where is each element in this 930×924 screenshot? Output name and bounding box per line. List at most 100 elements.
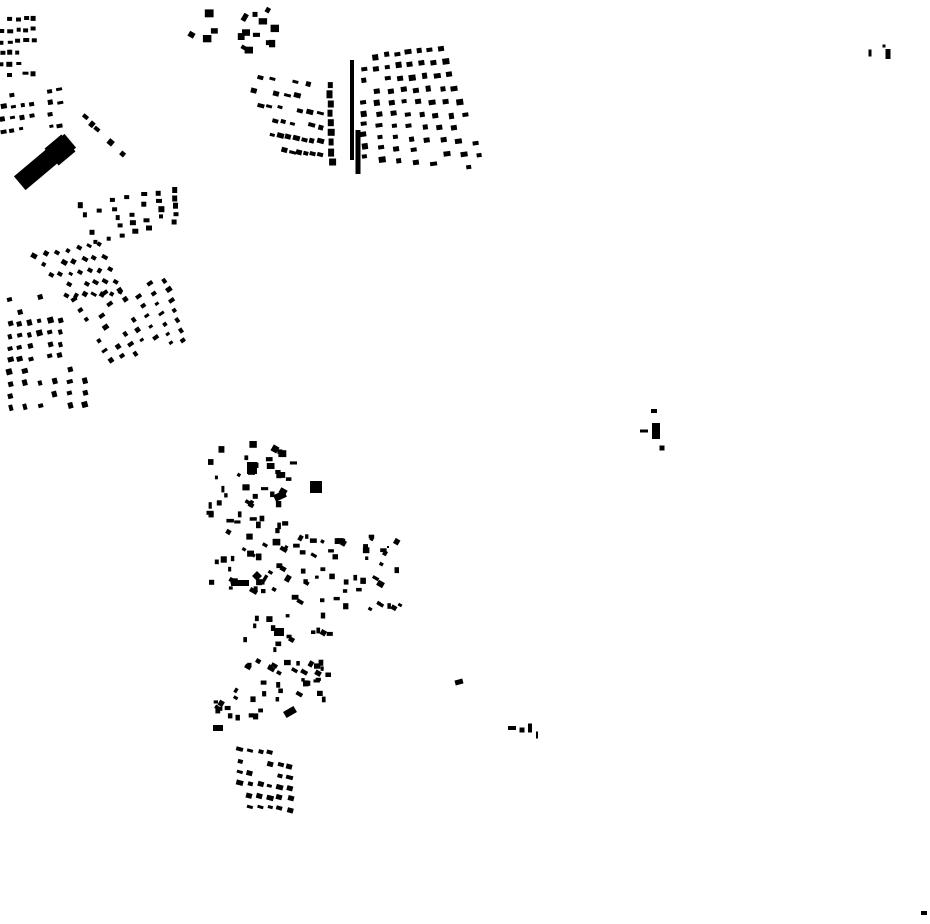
building bbox=[129, 220, 136, 226]
building bbox=[309, 150, 317, 157]
building bbox=[179, 337, 187, 344]
building bbox=[132, 228, 139, 234]
building bbox=[360, 77, 367, 84]
building bbox=[462, 112, 469, 118]
building bbox=[101, 323, 110, 331]
building bbox=[350, 60, 354, 160]
building bbox=[361, 66, 368, 72]
building bbox=[245, 792, 253, 799]
building bbox=[435, 124, 443, 131]
building bbox=[343, 603, 349, 610]
building bbox=[24, 16, 30, 20]
building bbox=[244, 499, 252, 506]
building bbox=[321, 696, 326, 703]
building bbox=[440, 86, 446, 92]
building bbox=[51, 390, 58, 398]
building bbox=[296, 598, 305, 606]
building bbox=[359, 131, 367, 138]
building bbox=[224, 705, 231, 711]
building bbox=[51, 377, 58, 385]
building bbox=[257, 804, 264, 810]
building bbox=[310, 552, 318, 559]
building bbox=[277, 761, 285, 768]
building bbox=[292, 134, 301, 142]
building bbox=[227, 713, 233, 719]
building bbox=[271, 118, 279, 124]
building bbox=[108, 291, 115, 297]
building bbox=[16, 17, 21, 22]
building bbox=[318, 659, 324, 666]
building bbox=[81, 290, 89, 298]
building bbox=[7, 16, 13, 21]
building bbox=[16, 62, 22, 65]
building bbox=[119, 233, 125, 238]
building bbox=[37, 293, 44, 301]
building bbox=[7, 49, 13, 55]
building bbox=[250, 87, 258, 94]
building bbox=[275, 501, 282, 508]
building bbox=[6, 61, 13, 67]
building bbox=[328, 148, 335, 157]
building bbox=[293, 91, 302, 99]
building bbox=[127, 340, 135, 348]
building bbox=[81, 377, 89, 385]
building bbox=[154, 301, 160, 307]
building bbox=[252, 11, 258, 17]
building bbox=[270, 625, 276, 631]
building bbox=[353, 574, 358, 581]
building bbox=[283, 92, 292, 98]
building bbox=[124, 195, 130, 200]
building bbox=[228, 566, 232, 572]
building bbox=[448, 112, 455, 120]
building bbox=[408, 136, 415, 143]
building bbox=[309, 538, 317, 543]
building bbox=[7, 40, 13, 44]
building bbox=[445, 71, 453, 78]
building bbox=[288, 150, 297, 155]
building bbox=[275, 783, 284, 791]
building bbox=[397, 602, 403, 608]
building bbox=[394, 567, 399, 574]
building bbox=[280, 118, 287, 125]
building bbox=[172, 187, 178, 193]
building bbox=[275, 470, 281, 474]
building bbox=[107, 266, 114, 273]
building bbox=[455, 98, 464, 106]
building bbox=[66, 390, 73, 396]
building bbox=[476, 152, 482, 158]
building bbox=[106, 138, 115, 147]
building bbox=[143, 218, 150, 223]
building bbox=[296, 661, 300, 666]
building bbox=[395, 61, 402, 69]
building bbox=[156, 198, 162, 203]
building bbox=[257, 780, 265, 788]
building bbox=[132, 350, 139, 357]
building bbox=[7, 346, 14, 352]
building bbox=[460, 151, 468, 158]
building bbox=[36, 318, 42, 324]
building bbox=[365, 556, 369, 560]
building bbox=[472, 140, 479, 146]
building bbox=[277, 105, 283, 110]
building bbox=[921, 911, 927, 915]
building bbox=[378, 561, 384, 567]
building bbox=[286, 785, 294, 792]
building bbox=[172, 195, 178, 202]
building bbox=[412, 159, 420, 166]
building bbox=[425, 85, 432, 92]
building bbox=[342, 589, 348, 593]
building bbox=[355, 130, 361, 174]
building bbox=[46, 353, 53, 359]
building bbox=[7, 356, 15, 363]
building bbox=[440, 136, 448, 143]
building bbox=[360, 121, 367, 127]
building bbox=[46, 316, 55, 324]
building bbox=[315, 575, 319, 579]
building bbox=[387, 603, 391, 609]
building bbox=[266, 616, 273, 622]
building bbox=[376, 111, 383, 118]
building bbox=[301, 678, 305, 682]
building bbox=[314, 663, 321, 669]
building bbox=[269, 132, 276, 137]
building bbox=[253, 586, 258, 592]
